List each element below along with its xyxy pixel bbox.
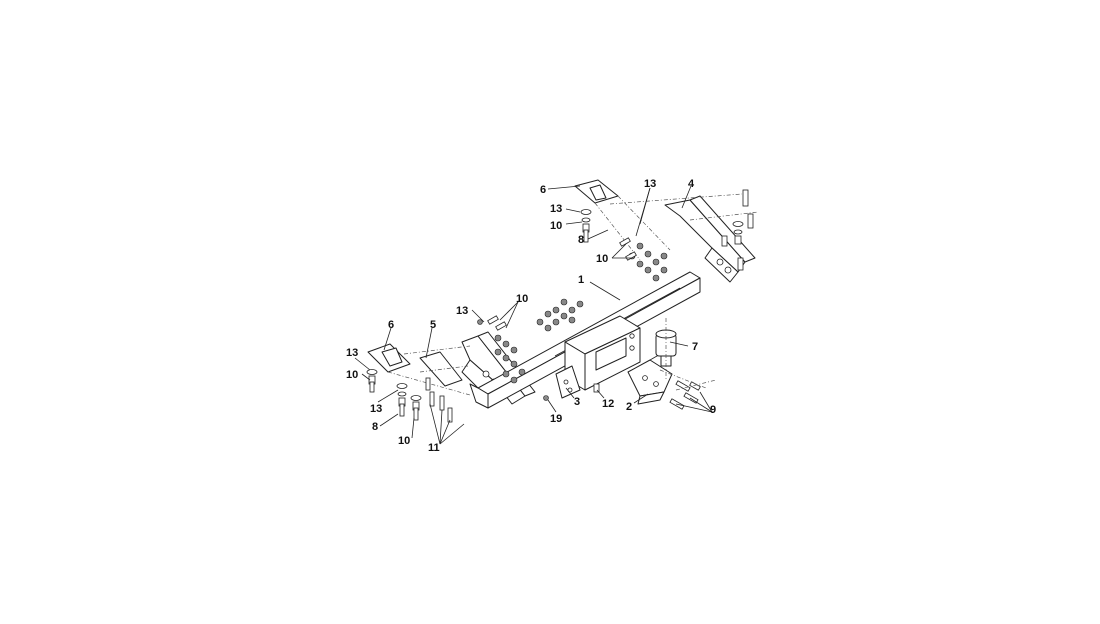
callout-13-c: 13 [456, 305, 468, 317]
callout-8-upper: 8 [578, 234, 584, 246]
callout-5: 5 [430, 319, 436, 331]
callout-10-c: 10 [516, 293, 528, 305]
callout-9: 9 [710, 404, 716, 416]
receiver-block [564, 315, 641, 391]
tow-ball-cap [655, 318, 677, 380]
callout-10-d: 10 [346, 369, 358, 381]
hardware-upper-mid-nuts [619, 237, 668, 282]
callout-8-lower: 8 [372, 421, 378, 433]
callout-13-a: 13 [644, 178, 656, 190]
hardware-left-nuts [487, 315, 526, 384]
callout-11: 11 [428, 442, 440, 454]
plate-6-lower [367, 343, 471, 396]
callout-2: 2 [626, 401, 632, 413]
hardware-upper-left-stack [580, 209, 592, 243]
assembly-lines [403, 193, 759, 391]
callout-13-b: 13 [550, 203, 562, 215]
callout-7: 7 [692, 341, 698, 353]
callout-6-upper: 6 [540, 184, 546, 196]
callout-13-d: 13 [346, 347, 358, 359]
tow-ball-mount [627, 351, 673, 405]
callout-12: 12 [602, 398, 614, 410]
hardware-upper-right-stack [721, 189, 754, 271]
callouts: 1 2 3 4 5 6 6 7 8 8 9 10 10 10 10 10 11 … [346, 178, 716, 454]
leader-lines [354, 185, 713, 445]
callout-1: 1 [578, 274, 584, 286]
callout-10-e: 10 [398, 435, 410, 447]
hardware-lower-left-stack [366, 369, 453, 423]
plate-3 [555, 365, 581, 399]
callout-6-lower: 6 [388, 319, 394, 331]
hardware-center-nuts [536, 298, 584, 332]
hardware-small-misc [477, 319, 600, 401]
callout-19: 19 [550, 413, 562, 425]
side-bracket-right [664, 195, 756, 283]
callout-3: 3 [574, 396, 580, 408]
callout-13-e: 13 [370, 403, 382, 415]
plate-6-upper [574, 179, 671, 261]
callout-10-a: 10 [550, 220, 562, 232]
callout-4: 4 [688, 178, 695, 190]
callout-10-b: 10 [596, 253, 608, 265]
